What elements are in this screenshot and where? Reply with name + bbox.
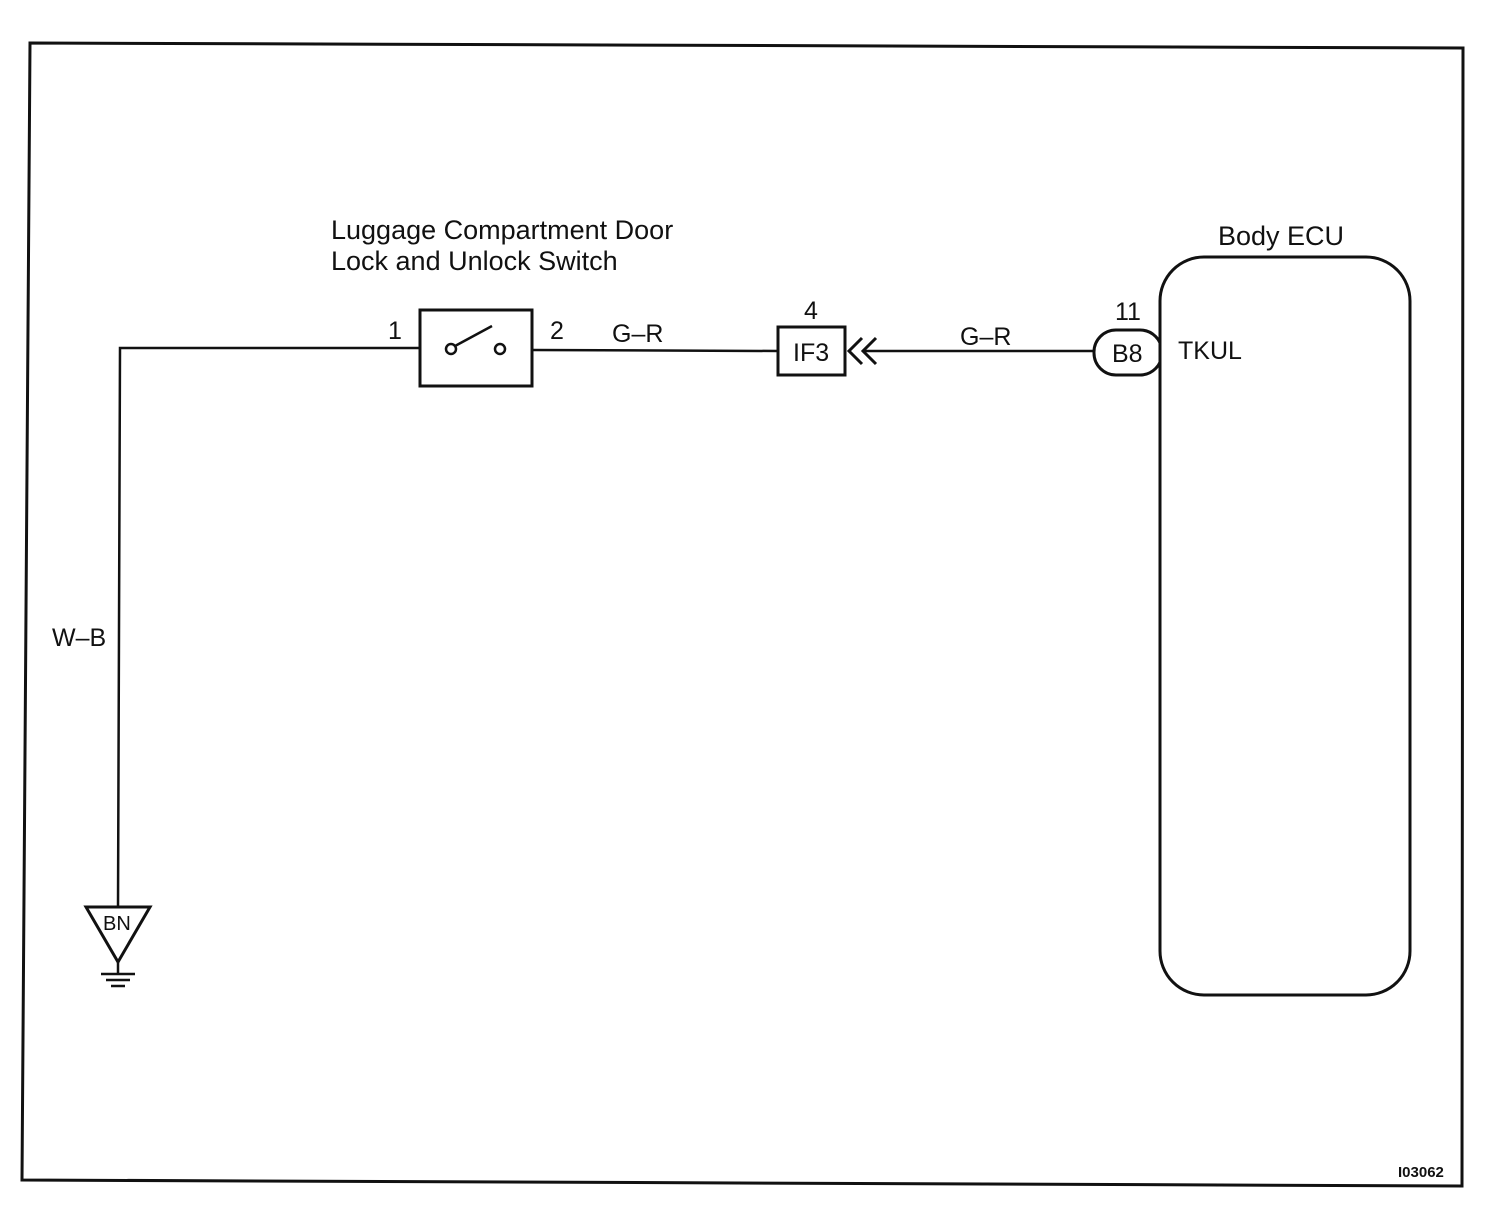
junction-pin-label: 4 [804,297,818,325]
ground-label: BN [103,913,131,935]
body-ecu-box [1158,255,1412,997]
switch-pin1-label: 1 [388,317,402,345]
wire-gr-1 [531,348,779,353]
ecu-title: Body ECU [1218,221,1344,251]
wire-wb [116,346,420,909]
junction-label: IF3 [793,339,829,367]
ecu-terminal-label: TKUL [1178,337,1242,365]
ecu-connector-label: B8 [1112,340,1143,368]
wire-wb-label: W–B [52,624,106,652]
wire-gr-1-label: G–R [612,320,663,348]
switch-title-line2: Lock and Unlock Switch [331,246,618,276]
ground-symbol: BN [83,905,153,988]
luggage-door-switch [418,308,534,388]
figure-code: I03062 [1398,1164,1444,1181]
junction-connector [776,325,847,377]
switch-pin2-label: 2 [550,317,564,345]
switch-title-line1: Luggage Compartment Door [331,215,673,245]
figure-frame [20,41,1465,1188]
wire-gr-2-label: G–R [960,323,1011,351]
ecu-pin-label: 11 [1115,298,1141,326]
